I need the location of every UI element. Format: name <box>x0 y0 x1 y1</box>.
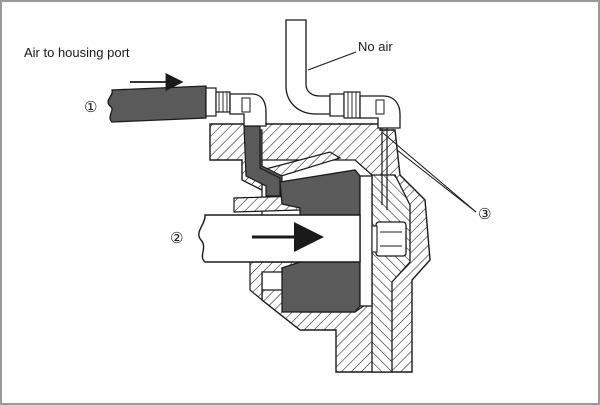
inlet-hose <box>107 85 267 127</box>
callout-three-leader-b <box>396 149 477 213</box>
air-to-housing-port-label: Air to housing port <box>24 45 130 60</box>
retainer-plate <box>359 175 373 307</box>
callout-three: ③ <box>478 205 491 223</box>
callout-three-leader-a <box>382 132 477 213</box>
callout-one: ① <box>84 98 97 116</box>
callout-two: ② <box>170 229 183 247</box>
no-air-leader <box>307 51 357 71</box>
air-passage-vertical <box>243 125 281 197</box>
no-air-label: No air <box>358 39 393 54</box>
no-air-tube <box>285 19 401 129</box>
bolt-head <box>371 221 407 257</box>
